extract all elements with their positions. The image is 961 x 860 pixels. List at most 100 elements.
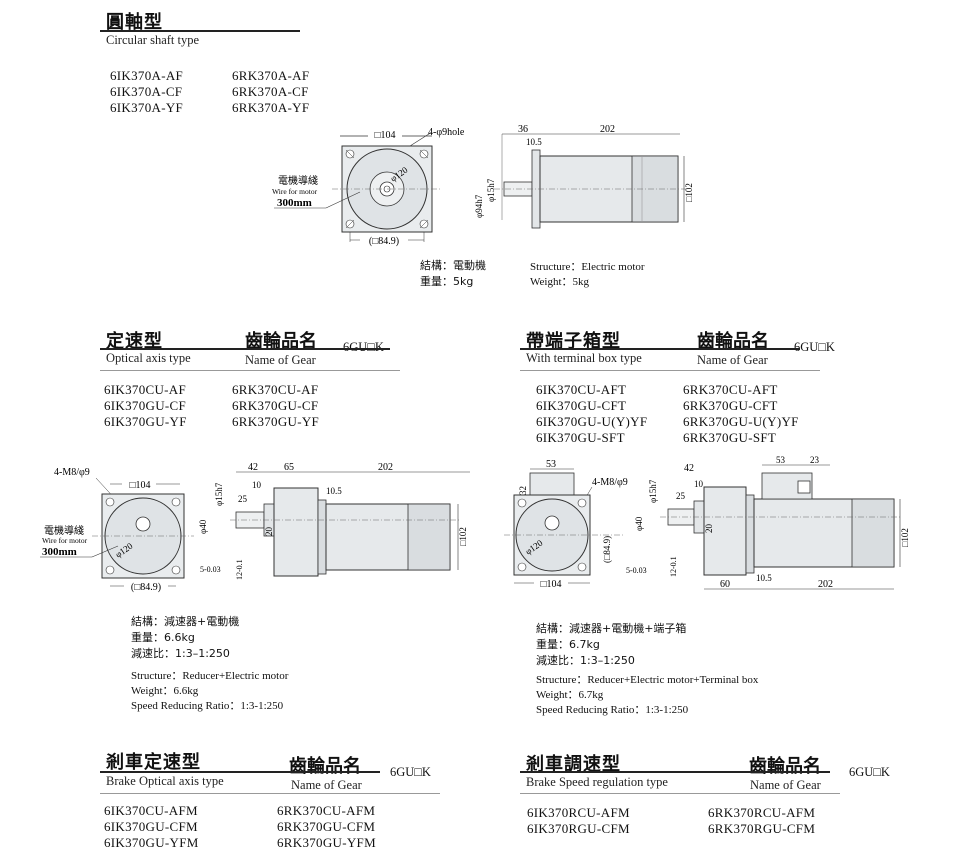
sec3-front-view: 53 32 4-M8/φ9 φ120 (□84.9) □104 — [504, 459, 628, 590]
model-name: 6IK370GU-CFT — [536, 398, 627, 413]
dim-d102: □102 — [458, 527, 468, 546]
sec5-models-left: 6IK370RCU-AFM 6IK370RGU-CFM — [527, 805, 630, 837]
spec-line: 減速比：1:3–1:250 — [536, 654, 635, 667]
sec3-title-en: With terminal box type — [526, 351, 642, 365]
model-name: 6RK370GU-U(Y)YF — [683, 414, 799, 429]
spec-line: 重量：6.6kg — [131, 631, 195, 644]
model-name: 6RK370CU-AFT — [683, 382, 778, 397]
spec-line: 結構：減速器+電動機 — [131, 615, 240, 628]
spec-line: Weight：5kg — [530, 276, 589, 288]
spec-line: 結構：電動機 — [420, 259, 486, 272]
sec2-models-left: 6IK370CU-AF 6IK370GU-CF 6IK370GU-YF — [104, 382, 187, 430]
model-name: 6IK370CU-AF — [104, 382, 187, 397]
wire-label-zh: 電機導綫 — [278, 174, 318, 187]
sec2-front-view: 4-M8/φ9 □104 φ120 (□84.9) 電機導綫 Wire for … — [40, 467, 194, 593]
model-name: 6IK370A-YF — [110, 100, 184, 115]
model-name: 6IK370GU-U(Y)YF — [536, 414, 648, 429]
sec5-gear-code: 6GU□K — [849, 765, 890, 779]
spec-line: Speed Reducing Ratio：1:3-1:250 — [131, 700, 284, 712]
sec4-models-right: 6RK370CU-AFM 6RK370GU-CFM 6RK370GU-YFM — [277, 803, 376, 851]
sec3-models-left: 6IK370CU-AFT 6IK370GU-CFT 6IK370GU-U(Y)Y… — [536, 382, 647, 446]
dim-53b: 53 — [776, 455, 786, 465]
model-name: 6RK370RGU-CFM — [708, 821, 816, 836]
sec4-gear-zh: 齒輪品名 — [289, 756, 361, 777]
sec4-models-left: 6IK370CU-AFM 6IK370GU-CFM 6IK370GU-YFM — [104, 803, 199, 851]
dim-d40: φ40 — [634, 516, 644, 531]
sec1-models-left: 6IK370A-AF 6IK370A-CF 6IK370A-YF — [110, 68, 183, 116]
spec-line: Structure：Electric motor — [530, 261, 645, 273]
model-name: 6IK370A-AF — [110, 68, 184, 83]
sec2-title-zh: 定速型 — [106, 331, 163, 352]
sec1-title-en: Circular shaft type — [106, 33, 200, 47]
sec3-models-right: 6RK370CU-AFT 6RK370GU-CFT 6RK370GU-U(Y)Y… — [683, 382, 799, 446]
model-name: 6RK370CU-AFM — [277, 803, 376, 818]
dim-32: 32 — [518, 486, 528, 495]
sec2-rule — [100, 348, 390, 350]
model-name: 6RK370GU-CFM — [277, 819, 376, 834]
model-name: 6RK370GU-CF — [232, 398, 319, 413]
sec4-rule-thin — [100, 793, 440, 794]
sec2-gear-zh: 齒輪品名 — [245, 331, 317, 352]
spec-line: Speed Reducing Ratio：1:3-1:250 — [536, 704, 689, 716]
sec2-spec-zh: 結構：減速器+電動機 重量：6.6kg 減速比：1:3–1:250 — [131, 614, 239, 662]
sec1-spec-zh: 結構：電動機 重量：5kg — [420, 258, 486, 290]
spec-line: 減速比：1:3–1:250 — [131, 647, 230, 660]
dim-d15: φ15h7 — [214, 482, 224, 506]
dim-20: 20 — [704, 524, 714, 534]
dim-202: 202 — [600, 124, 615, 135]
dim-d15: φ15h7 — [648, 479, 658, 503]
sec2-models-right: 6RK370CU-AF 6RK370GU-CF 6RK370GU-YF — [232, 382, 319, 430]
dim-25: 25 — [676, 491, 686, 501]
wire-label-zh: 電機導綫 — [44, 524, 84, 537]
sec5-gear-zh: 齒輪品名 — [749, 756, 821, 777]
sec1-title-zh: 圓軸型 — [106, 12, 163, 33]
model-name: 6IK370RCU-AFM — [527, 805, 630, 820]
dim-25: 25 — [238, 494, 248, 504]
spec-line: 結構：減速器+電動機+端子箱 — [536, 622, 687, 635]
sec2-side-view: 42 65 202 10 25 10.5 φ15h7 φ40 20 □102 5… — [198, 462, 470, 580]
dim-105: 10.5 — [526, 137, 542, 147]
sec1-models-right: 6RK370A-AF 6RK370A-CF 6RK370A-YF — [232, 68, 309, 116]
sec2-gear-code: 6GU□K — [343, 340, 384, 354]
dim-d40: φ40 — [198, 519, 208, 534]
spec-line: Weight：6.6kg — [131, 685, 199, 697]
dim-holes: 4-φ9hole — [428, 127, 465, 138]
dim-65: 65 — [284, 462, 294, 473]
model-name: 6RK370CU-AF — [232, 382, 319, 397]
sec3-title-zh: 帶端子箱型 — [526, 331, 621, 352]
sec3-drawing: 53 32 4-M8/φ9 φ120 (□84.9) □104 42 10 25… — [504, 455, 910, 590]
wire-label-en: Wire for motor — [272, 187, 318, 196]
model-name: 6IK370GU-CF — [104, 398, 187, 413]
dim-d102: □102 — [900, 528, 910, 547]
spec-line: Structure：Reducer+Electric motor — [131, 670, 289, 682]
sec4-title-zh: 剎車定速型 — [106, 752, 201, 773]
dim-sq104: □104 — [540, 579, 561, 590]
model-name: 6RK370GU-CFT — [683, 398, 778, 413]
sec3-spec-en: Structure：Reducer+Electric motor+Termina… — [536, 673, 758, 718]
dim-sq104: □104 — [374, 130, 395, 141]
model-name: 6IK370A-CF — [110, 84, 183, 99]
spec-line: 重量：6.7kg — [536, 638, 600, 651]
model-name: 6RK370A-CF — [232, 84, 309, 99]
sec1-spec-en: Structure：Electric motor Weight：5kg — [530, 260, 645, 290]
sec2-rule-thin — [100, 370, 400, 371]
sec3-gear-en: Name of Gear — [697, 353, 768, 367]
dim-key: 5-0.03 — [626, 566, 647, 575]
dim-sq849: (□84.9) — [131, 582, 161, 593]
sec5-gear-en: Name of Gear — [750, 778, 821, 792]
dim-42: 42 — [684, 463, 694, 474]
sec4-gear-en: Name of Gear — [291, 778, 362, 792]
dim-60: 60 — [720, 579, 730, 590]
dim-42: 42 — [248, 462, 258, 473]
sec1-drawing: . □104 4-φ9hole φ120 (□84.9) 電機導綫 Wire f… — [272, 124, 694, 247]
dim-36: 36 — [518, 124, 528, 135]
sec4-rule — [100, 771, 380, 773]
dim-sq104: □104 — [129, 480, 150, 491]
model-name: 6RK370A-AF — [232, 68, 310, 83]
dim-key2: 12-0.1 — [235, 559, 244, 580]
model-name: 6IK370GU-YFM — [104, 835, 199, 850]
sec5-rule-thin — [520, 793, 840, 794]
model-name: 6IK370GU-YF — [104, 414, 187, 429]
model-name: 6RK370A-YF — [232, 100, 310, 115]
sec3-gear-code: 6GU□K — [794, 340, 835, 354]
